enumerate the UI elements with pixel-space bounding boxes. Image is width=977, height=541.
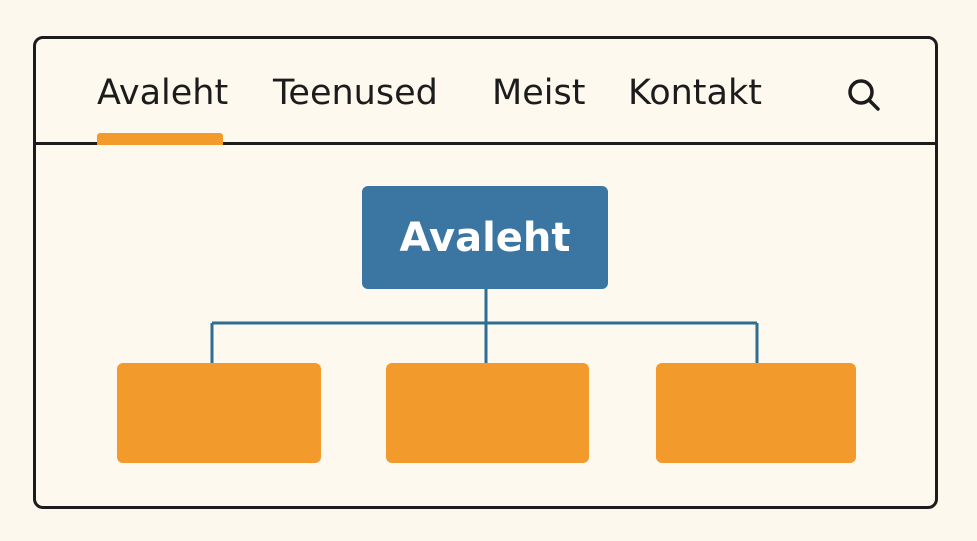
sitemap-child-node-1[interactable] [117,363,321,463]
nav-item-meist[interactable]: Meist [492,73,586,113]
nav-item-teenused[interactable]: Teenused [273,73,438,113]
search-icon[interactable] [844,75,884,115]
nav-item-kontakt[interactable]: Kontakt [628,73,762,113]
root-node-label: Avaleht [399,214,571,261]
navigation-bar: Avaleht Teenused Meist Kontakt [36,39,935,145]
active-tab-indicator [97,133,223,145]
nav-item-avaleht[interactable]: Avaleht [97,73,229,113]
sitemap-child-node-3[interactable] [656,363,856,463]
sitemap-child-node-2[interactable] [386,363,589,463]
sitemap-root-node[interactable]: Avaleht [362,186,608,289]
